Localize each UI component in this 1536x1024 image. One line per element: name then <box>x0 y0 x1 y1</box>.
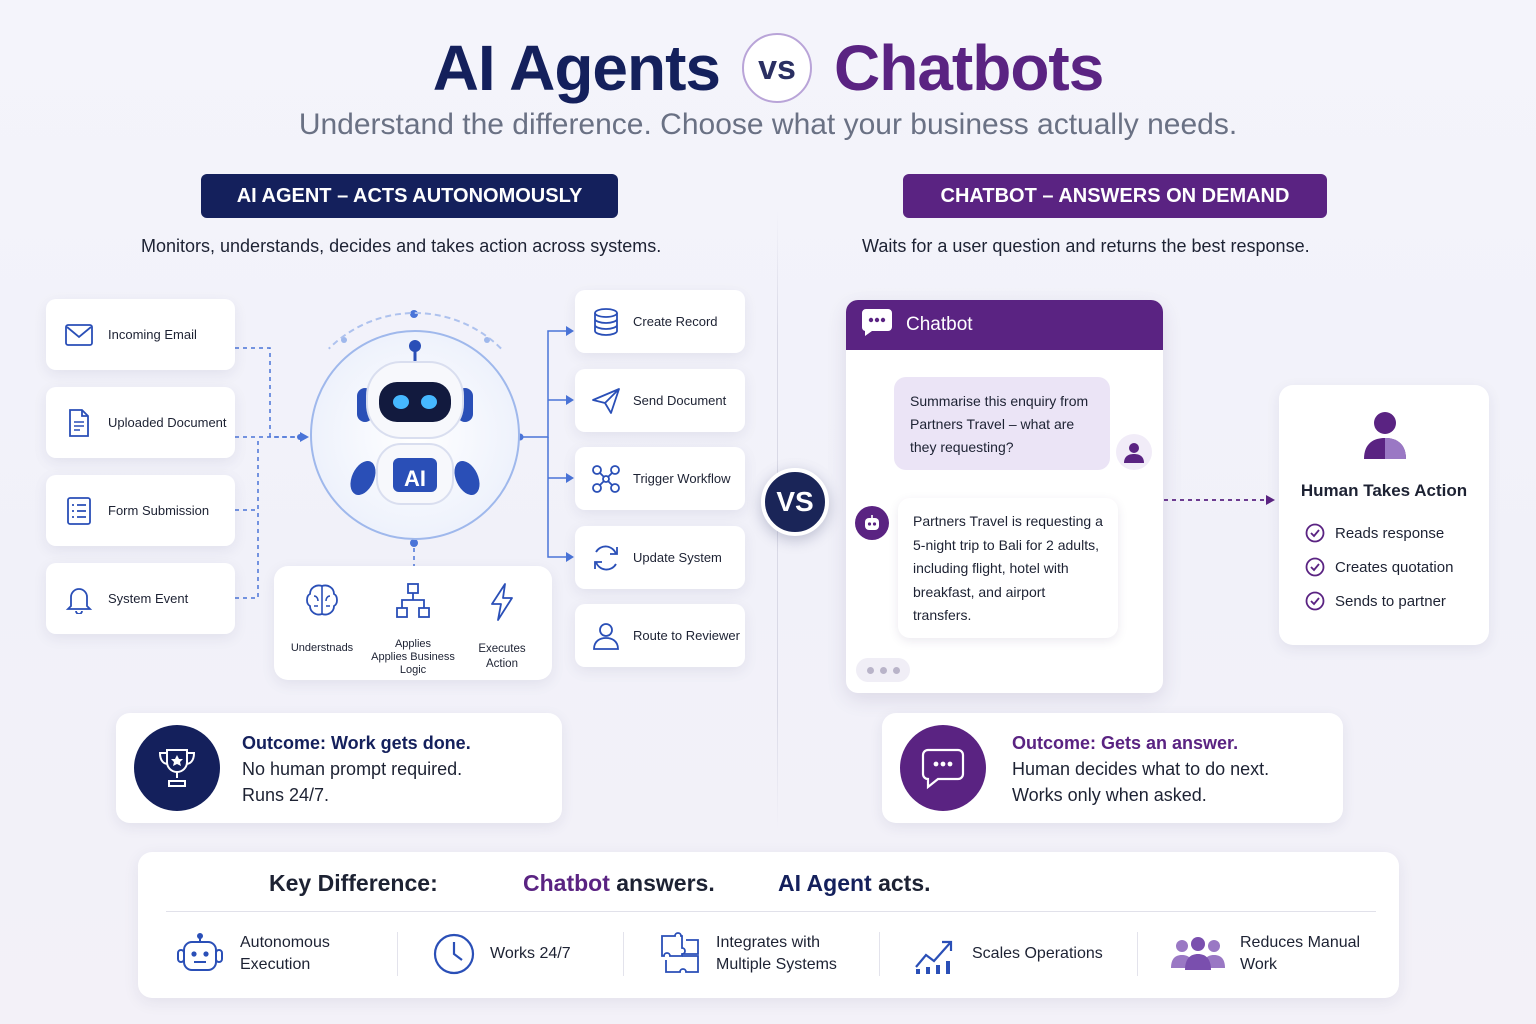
mail-icon <box>64 320 94 350</box>
typing-indicator <box>856 658 910 682</box>
user-message: Summarise this enquiry from Partners Tra… <box>894 377 1110 470</box>
action-update-system: Update System <box>575 526 745 589</box>
agent-steps-card: Understnads Applies Applies Business Log… <box>274 566 552 680</box>
action-label: Create Record <box>633 314 718 329</box>
form-icon <box>64 496 94 526</box>
robot-orbit-ring <box>292 312 538 558</box>
arrow-to-human <box>1164 495 1275 505</box>
trigger-label: Form Submission <box>108 503 210 518</box>
step-label: Executes Action <box>478 643 526 670</box>
human-action-title: Human Takes Action <box>1300 481 1468 500</box>
step-label: Applies Applies Business Logic <box>371 638 455 676</box>
trigger-incoming-email: Incoming Email <box>46 299 235 370</box>
action-label: Trigger Workflow <box>633 471 731 486</box>
action-label: Send Document <box>633 393 727 408</box>
bell-icon <box>64 584 94 614</box>
trophy-icon <box>134 725 220 811</box>
chatbot-outcome-line1: Human decides what to do next. <box>1012 759 1270 779</box>
action-create-record: Create Record <box>575 290 745 353</box>
action-label: Update System <box>633 550 722 565</box>
refresh-icon <box>591 543 621 573</box>
agent-description: Monitors, understands, decides and takes… <box>141 236 662 256</box>
page-title: AI Agents vs Chatbots <box>0 28 1536 108</box>
feature-works-24-7: Works 24/7 <box>432 928 571 980</box>
chatbot-window: Chatbot Summarise this enquiry from Part… <box>846 300 1163 693</box>
lightning-icon <box>491 583 513 621</box>
trigger-uploaded-document: Uploaded Document <box>46 387 235 458</box>
chat-bubble-icon <box>860 307 894 343</box>
chatbot-section-heading: CHATBOT – ANSWERS ON DEMAND <box>903 174 1327 218</box>
trigger-form-submission: Form Submission <box>46 475 235 546</box>
title-vs-badge: vs <box>742 33 812 103</box>
clock-icon <box>433 933 475 975</box>
agent-section-heading: AI AGENT – ACTS AUTONOMOUSLY <box>201 174 618 218</box>
hierarchy-icon <box>396 583 430 618</box>
agent-outcome-line2: Runs 24/7. <box>242 785 330 805</box>
chatbot-description: Waits for a user question and returns th… <box>862 236 1310 256</box>
check-circle-icon <box>1305 523 1325 543</box>
page-subtitle: Understand the difference. Choose what y… <box>298 108 1238 141</box>
step-executes-action: Executes Action <box>457 582 547 672</box>
agent-outcome-card: Outcome: Work gets done. No human prompt… <box>116 713 562 823</box>
robot-icon <box>177 933 223 971</box>
trigger-label: Uploaded Document <box>108 415 227 430</box>
feature-reduces-manual-work: Reduces Manual Work <box>1170 928 1360 980</box>
title-chatbots: Chatbots <box>834 32 1104 104</box>
key-difference-chatbot: Chatbot answers. <box>523 870 715 896</box>
bot-message: Partners Travel is requesting a 5-night … <box>898 498 1118 638</box>
team-icon <box>1171 937 1225 970</box>
human-item-creates-quotation: Creates quotation <box>1305 557 1453 577</box>
step-understands: Understnads <box>277 582 367 655</box>
human-item-reads-response: Reads response <box>1305 523 1444 543</box>
step-business-logic: Applies Applies Business Logic <box>368 582 458 677</box>
feature-separator <box>1137 932 1138 976</box>
agent-outcome-title: Outcome: Work gets done. <box>242 733 471 753</box>
step-label: Understnads <box>290 642 354 654</box>
brain-icon <box>306 584 338 616</box>
key-difference-rule <box>166 911 1376 912</box>
feature-separator <box>879 932 880 976</box>
trigger-label: System Event <box>108 591 189 606</box>
center-vs-badge: VS <box>761 468 829 536</box>
action-route-to-reviewer: Route to Reviewer <box>575 604 745 667</box>
growth-icon <box>915 940 953 974</box>
key-difference-label: Key Difference: <box>269 870 438 896</box>
key-difference-agent: AI Agent acts. <box>778 870 931 896</box>
bot-avatar-icon <box>855 506 889 540</box>
database-icon <box>591 307 621 337</box>
feature-integrates: Integrates with Multiple Systems <box>658 928 837 980</box>
action-send-document: Send Document <box>575 369 745 432</box>
key-difference-panel: Key Difference: Chatbot answers. AI Agen… <box>138 852 1399 998</box>
user-icon <box>591 621 621 651</box>
user-avatar-icon <box>1116 434 1152 470</box>
human-action-card: Human Takes Action Reads response Create… <box>1279 385 1489 645</box>
check-circle-icon <box>1305 557 1325 577</box>
robot-icon <box>350 340 480 505</box>
feature-autonomous-execution: Autonomous Execution <box>174 928 330 980</box>
chatbot-outcome-line2: Works only when asked. <box>1012 785 1207 805</box>
human-icon <box>1364 412 1406 459</box>
feature-separator <box>397 932 398 976</box>
chatbot-window-title: Chatbot <box>906 314 973 335</box>
workflow-icon <box>591 464 621 494</box>
chat-message-icon <box>900 725 986 811</box>
title-ai-agents: AI Agents <box>432 32 721 104</box>
action-trigger-workflow: Trigger Workflow <box>575 447 745 510</box>
chatbot-outcome-title: Outcome: Gets an answer. <box>1012 733 1239 753</box>
chatbot-outcome-card: Outcome: Gets an answer. Human decides w… <box>882 713 1343 823</box>
document-icon <box>64 408 94 438</box>
robot-ai-badge: AI <box>404 466 426 491</box>
check-circle-icon <box>1305 591 1325 611</box>
feature-scales-operations: Scales Operations <box>912 928 1103 980</box>
action-label: Route to Reviewer <box>633 628 740 643</box>
trigger-label: Incoming Email <box>108 327 197 342</box>
human-item-sends-to-partner: Sends to partner <box>1305 591 1446 611</box>
puzzle-icon <box>661 932 699 973</box>
feature-separator <box>623 932 624 976</box>
send-icon <box>591 386 621 416</box>
trigger-system-event: System Event <box>46 563 235 634</box>
chatbot-window-header: Chatbot <box>846 300 1163 350</box>
agent-outcome-line1: No human prompt required. <box>242 759 463 779</box>
